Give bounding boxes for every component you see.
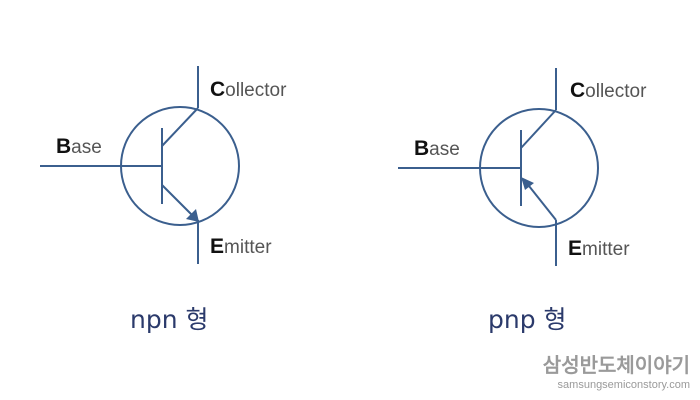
pnp-collector-diagonal (520, 109, 557, 149)
npn-base-label: Base (56, 135, 102, 158)
pnp-emitter-rest: mitter (582, 239, 630, 260)
npn-emitter-initial: E (210, 235, 224, 258)
pnp-collector-rest: ollector (585, 81, 647, 102)
npn-collector-rest: ollector (225, 80, 287, 101)
npn-emitter-arrow-icon (186, 209, 199, 222)
npn-emitter-rest: mitter (224, 237, 272, 258)
pnp-base-initial: B (414, 137, 429, 160)
npn-emitter-diagonal (161, 184, 194, 217)
pnp-emitter-initial: E (568, 237, 582, 260)
pnp-emitter-arrow-icon (521, 177, 534, 190)
pnp-base-label: Base (414, 137, 460, 160)
pnp-transistor-symbol: Collector Base Emitter pnp 형 (398, 68, 647, 334)
npn-collector-initial: C (210, 78, 225, 101)
npn-transistor-symbol: Collector Base Emitter npn 형 (40, 66, 287, 334)
npn-collector-diagonal (161, 107, 199, 147)
npn-type-label: npn 형 (130, 305, 209, 334)
npn-base-rest: ase (71, 137, 102, 158)
watermark-title: 삼성반도체이야기 (543, 353, 690, 377)
pnp-collector-label: Collector (570, 79, 647, 102)
pnp-emitter-label: Emitter (568, 237, 630, 260)
npn-collector-label: Collector (210, 78, 287, 101)
pnp-collector-initial: C (570, 79, 585, 102)
npn-emitter-label: Emitter (210, 235, 272, 258)
pnp-type-label: pnp 형 (488, 305, 567, 334)
npn-base-initial: B (56, 135, 71, 158)
watermark-url: samsungsemiconstory.com (558, 379, 690, 391)
pnp-base-rest: ase (429, 139, 460, 160)
pnp-emitter-diagonal (528, 185, 557, 221)
watermark: 삼성반도체이야기 samsungsemiconstory.com (543, 353, 690, 391)
